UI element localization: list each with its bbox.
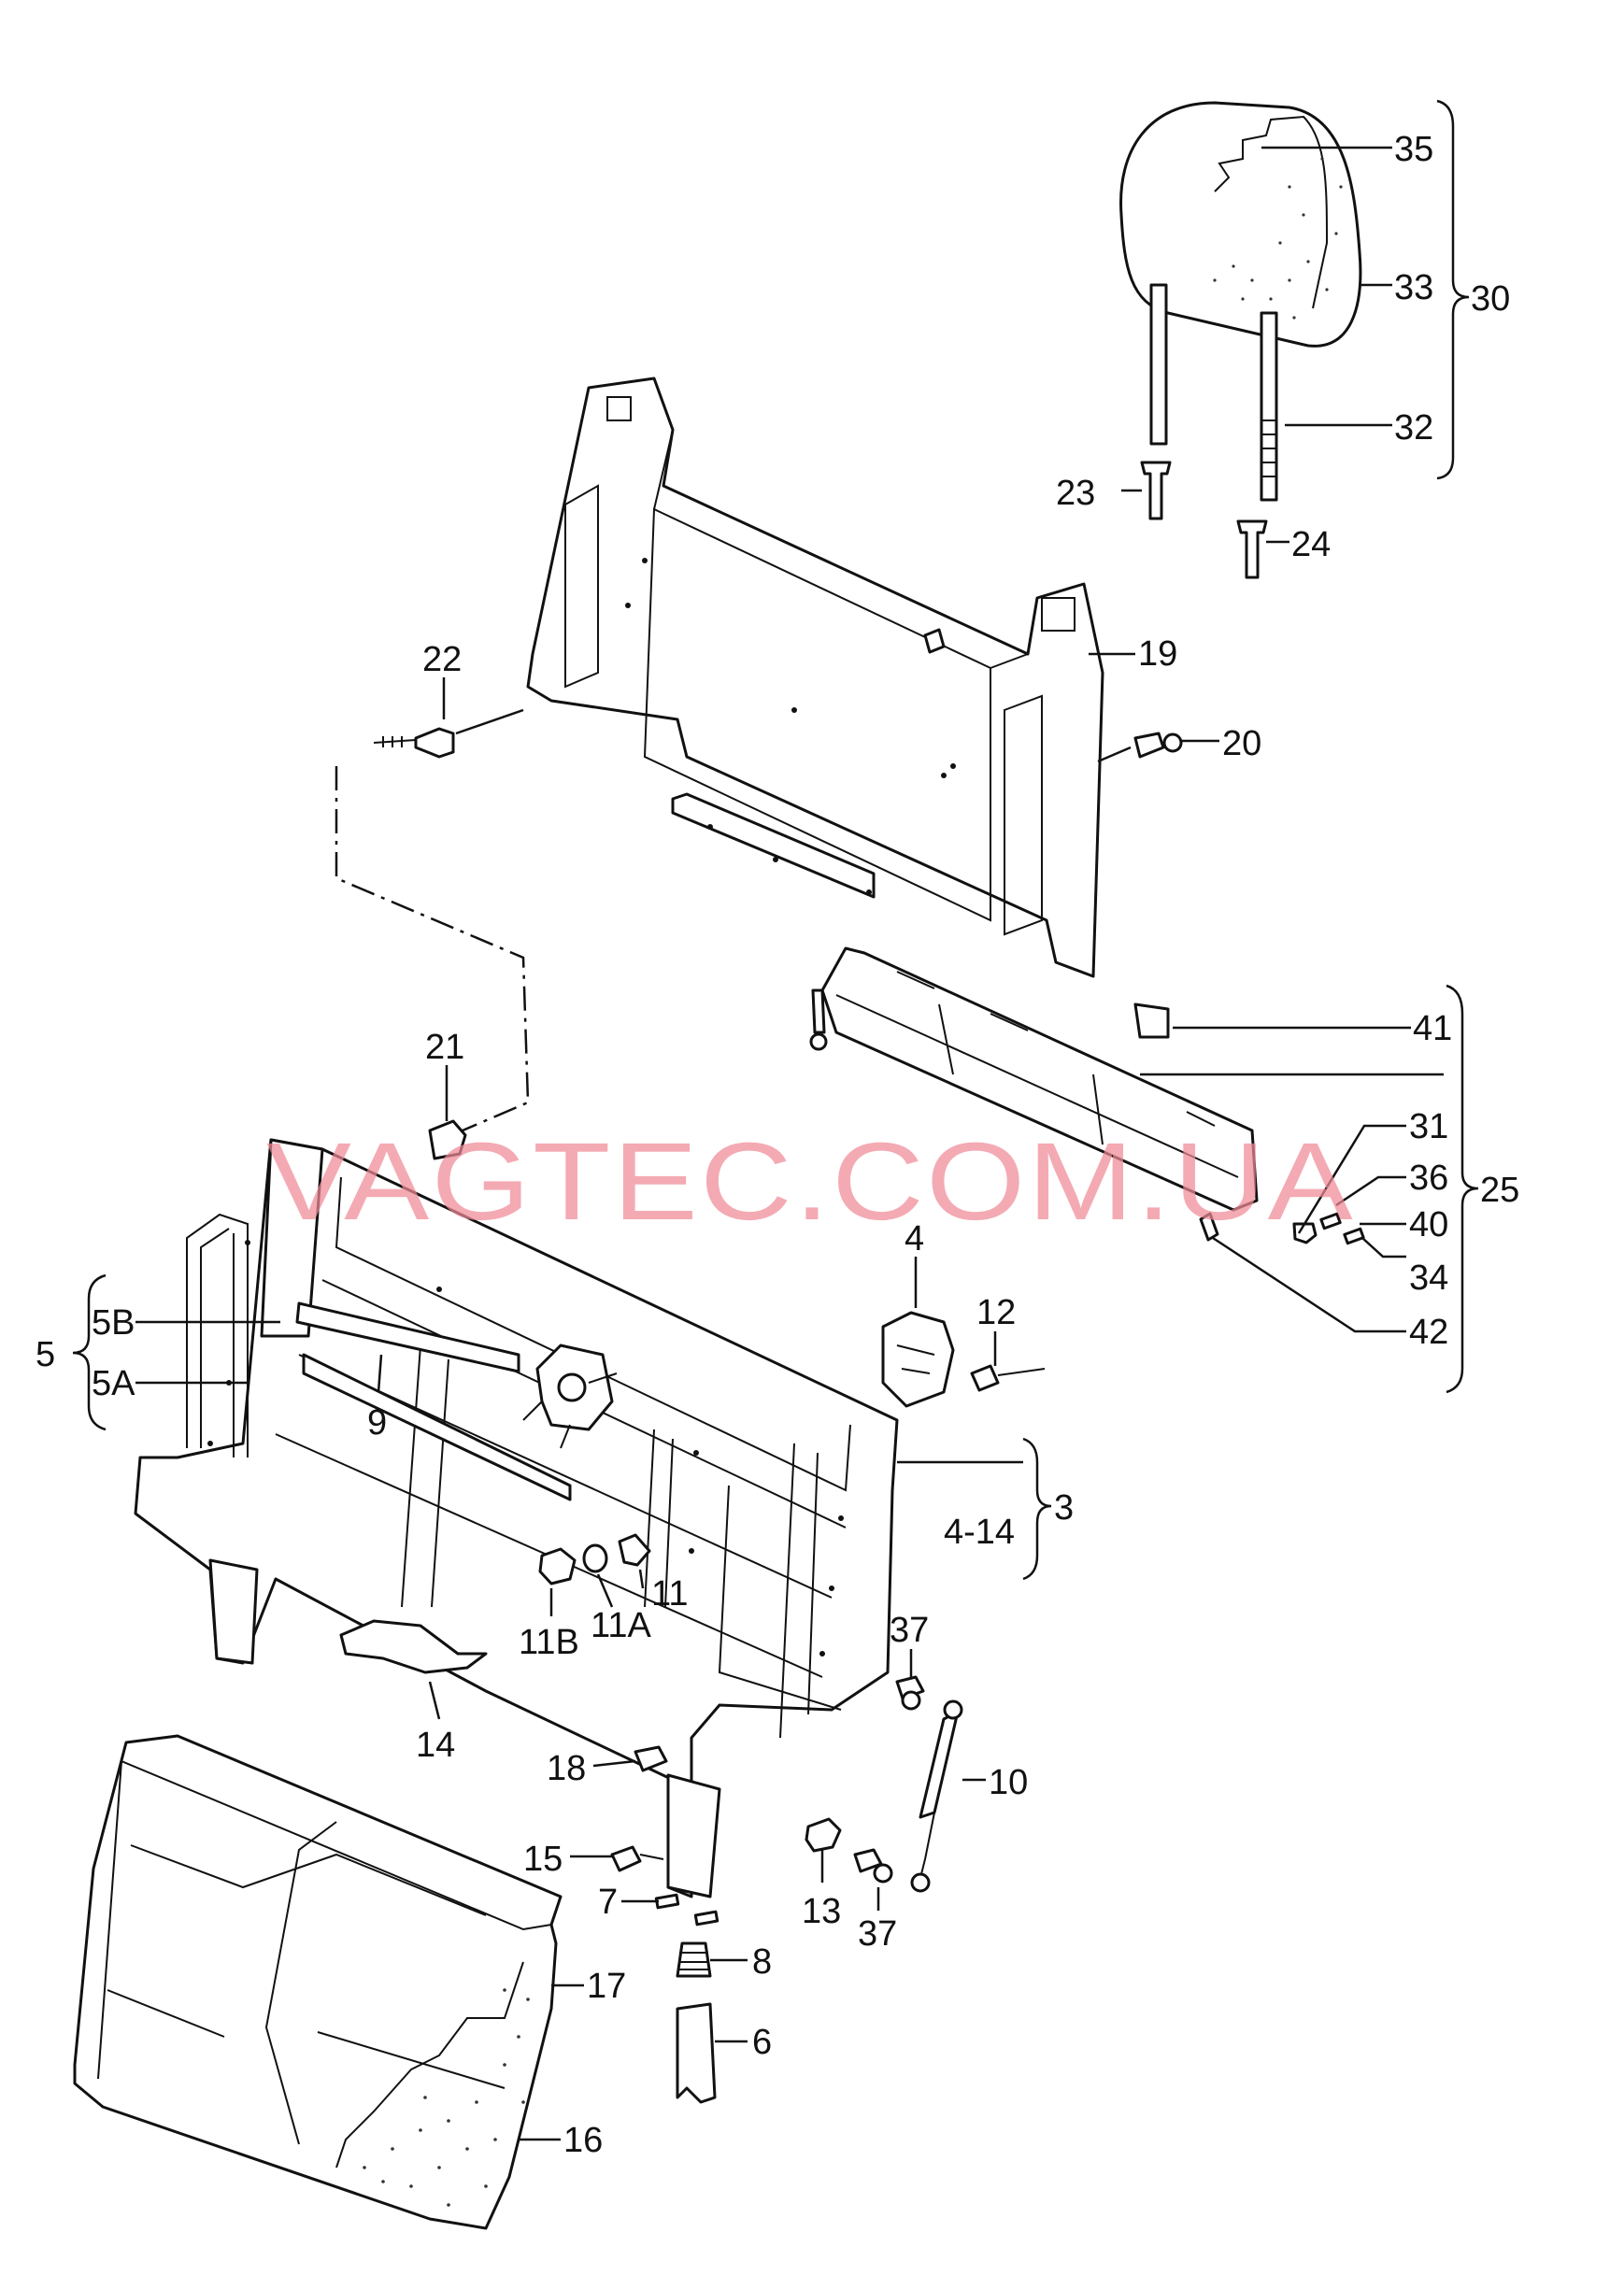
callout-25: 25 — [1480, 1171, 1519, 1210]
panel-holes — [625, 558, 956, 895]
callout-23: 23 — [1056, 474, 1095, 513]
spring-8 — [676, 1941, 712, 1978]
bumper-21 — [428, 1119, 467, 1160]
nut-13 — [805, 1817, 842, 1853]
callout-5: 5 — [36, 1335, 55, 1374]
callout-5a: 5A — [92, 1364, 135, 1403]
gas-strut-10 — [919, 1710, 960, 1819]
callout-30: 30 — [1471, 279, 1510, 319]
brace-5 — [72, 1273, 107, 1431]
brace-3 — [1022, 1437, 1052, 1581]
frame-mount-right — [666, 1773, 721, 1898]
callout-40: 40 — [1409, 1205, 1448, 1244]
callout-33: 33 — [1394, 268, 1433, 307]
callout-36: 36 — [1409, 1159, 1448, 1198]
guide-sleeve-24 — [1236, 519, 1268, 579]
frame-mount-left — [208, 1558, 259, 1665]
backrest-panel — [526, 377, 1104, 978]
sleeve-6 — [676, 2002, 717, 2104]
callout-17: 17 — [587, 1967, 626, 2006]
sleeve-36 — [1319, 1212, 1342, 1230]
callout-37-bottom: 37 — [858, 1914, 897, 1954]
guide-sleeve-23 — [1140, 461, 1172, 520]
braces — [72, 99, 1479, 1581]
callout-6: 6 — [752, 2023, 772, 2062]
callout-37-top: 37 — [890, 1611, 929, 1650]
leader-lines — [135, 146, 1444, 2141]
headrest-assembly — [1119, 101, 1362, 579]
callout-4-14: 4-14 — [944, 1513, 1015, 1552]
callout-labels: 35 33 30 32 23 24 22 19 20 41 21 31 36 2… — [36, 130, 1519, 2160]
callout-24: 24 — [1291, 525, 1331, 564]
mounting-line — [335, 766, 530, 1132]
callout-11b: 11B — [519, 1623, 579, 1662]
callout-35: 35 — [1394, 130, 1433, 169]
callout-20: 20 — [1222, 724, 1261, 763]
callout-22: 22 — [422, 640, 462, 679]
brace-25 — [1446, 984, 1479, 1394]
callout-18: 18 — [547, 1749, 586, 1788]
handle-14 — [339, 1619, 488, 1674]
washer-11a — [582, 1543, 608, 1573]
callout-3: 3 — [1054, 1488, 1074, 1528]
callout-7: 7 — [598, 1883, 618, 1922]
callout-11a: 11A — [591, 1606, 651, 1645]
pin-7a — [654, 1893, 680, 1910]
clip-20 — [1133, 732, 1165, 759]
frame-crossbar — [302, 1353, 572, 1501]
callout-14: 14 — [416, 1726, 455, 1765]
callout-8: 8 — [752, 1942, 772, 1982]
bolt-12 — [970, 1364, 1000, 1392]
callout-11: 11 — [651, 1574, 688, 1614]
pin-42 — [1199, 1212, 1219, 1242]
watermark-text: VAGTEC.COM.UA — [266, 1120, 1355, 1244]
clip-41 — [1133, 1002, 1170, 1039]
callout-15: 15 — [523, 1840, 563, 1879]
callout-32: 32 — [1394, 408, 1433, 448]
seat-backrest-cover — [73, 1734, 563, 2230]
post-notches — [1261, 419, 1276, 477]
callout-21: 21 — [425, 1028, 464, 1067]
headrest-post-right — [1260, 311, 1278, 502]
pin-7b — [693, 1910, 719, 1927]
frame-strut-9 — [295, 1301, 520, 1373]
latch-bolt — [811, 988, 826, 1034]
callout-41: 41 — [1413, 1009, 1452, 1048]
callout-12: 12 — [976, 1293, 1016, 1332]
callout-16: 16 — [563, 2121, 603, 2160]
callout-9: 9 — [367, 1403, 387, 1443]
nut-11b — [538, 1547, 577, 1585]
bolt-22 — [414, 727, 455, 759]
sleeve-34 — [1343, 1227, 1365, 1245]
frame-left-side — [260, 1138, 324, 1338]
lock-4 — [881, 1311, 955, 1408]
panel-small-bracket — [923, 628, 946, 654]
headrest-post-left — [1149, 283, 1168, 446]
callout-42: 42 — [1409, 1313, 1448, 1352]
callout-31: 31 — [1409, 1107, 1448, 1146]
brace-30 — [1436, 99, 1470, 480]
callout-13: 13 — [802, 1892, 841, 1931]
callout-10: 10 — [989, 1763, 1028, 1802]
small-parts — [339, 727, 1183, 2104]
headrest-foam-dots — [1213, 157, 1343, 320]
clip-18 — [634, 1745, 668, 1772]
latch-rail-assembly — [809, 946, 1365, 1245]
headrest-cut-edge — [1214, 115, 1329, 309]
nut-31 — [1292, 1222, 1318, 1244]
callout-34: 34 — [1409, 1258, 1448, 1298]
bush-11 — [618, 1533, 651, 1567]
bolt-15 — [610, 1845, 642, 1872]
seat-foam-dots — [363, 1988, 530, 2207]
frame-holes — [207, 1240, 844, 1656]
callout-19: 19 — [1138, 634, 1177, 674]
callout-4: 4 — [905, 1219, 924, 1258]
callout-5b: 5B — [92, 1303, 135, 1343]
backrest-frame — [134, 1138, 899, 1898]
